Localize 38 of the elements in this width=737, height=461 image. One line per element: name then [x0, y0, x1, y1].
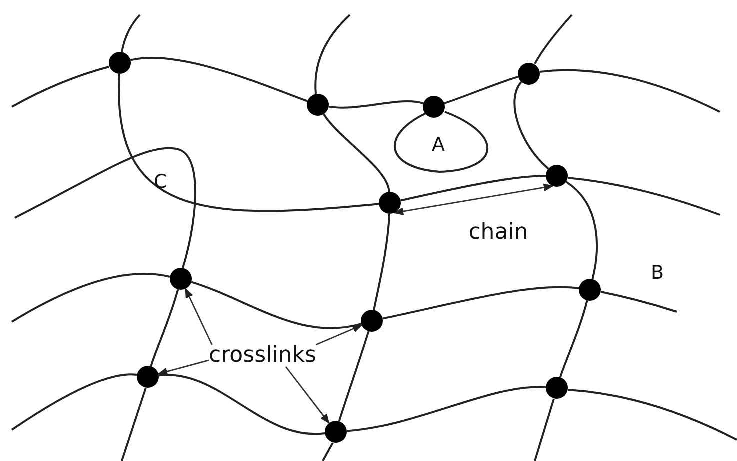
crosslink-dot: [423, 96, 445, 118]
arrow: [316, 324, 363, 346]
chain-line: [382, 286, 580, 320]
crosslink-dot: [546, 165, 568, 187]
chain-line: [328, 100, 424, 109]
chain-line: [130, 57, 308, 102]
chain-line: [346, 386, 546, 432]
chain-line: [150, 289, 180, 367]
chain-line: [323, 114, 390, 192]
chain-line: [338, 331, 370, 422]
chain-line: [191, 281, 362, 330]
edge-label: chain: [468, 222, 528, 244]
crosslink-dot: [379, 192, 401, 214]
crosslink-dot: [137, 366, 159, 388]
chain-line: [400, 175, 546, 202]
arrow: [185, 288, 213, 346]
crosslink-dot: [109, 52, 131, 74]
region-letter: C: [154, 173, 168, 192]
chain-line: [118, 74, 380, 212]
double-arrow: [394, 184, 554, 216]
chain-line: [444, 76, 519, 104]
chain-line: [158, 374, 326, 435]
arrow: [285, 366, 330, 424]
annotation-text: crosslinks: [209, 345, 316, 367]
crosslink-dot: [325, 421, 347, 443]
region-letter: B: [651, 264, 664, 283]
crosslink-dot: [170, 268, 192, 290]
crosslink-dot: [518, 63, 540, 85]
chain-line: [566, 181, 598, 280]
chain-line: [559, 300, 588, 378]
crosslink-dot: [579, 279, 601, 301]
crosslink-dot: [307, 94, 329, 116]
region-letter: A: [432, 136, 445, 155]
arrow: [158, 360, 210, 376]
crosslink-dot: [361, 310, 383, 332]
crosslink-dot: [546, 377, 568, 399]
chain-line: [373, 214, 391, 310]
chain-line: [514, 82, 550, 170]
